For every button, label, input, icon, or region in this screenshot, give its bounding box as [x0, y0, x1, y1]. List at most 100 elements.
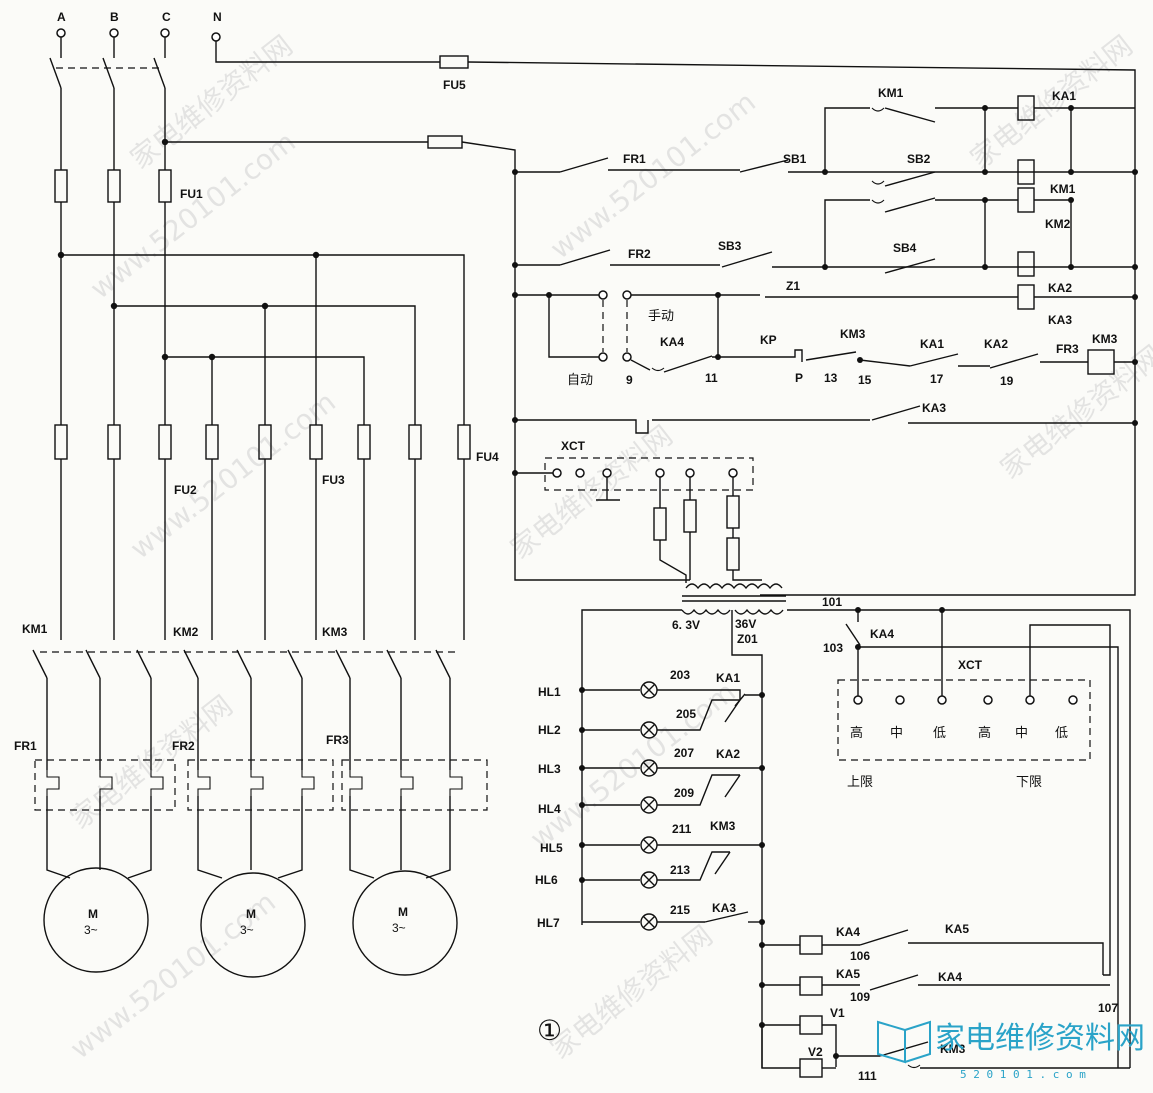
motor-2-phase: 3~	[240, 923, 254, 937]
terminal-a	[56, 28, 66, 38]
control-rung-1: FR1 SB1 KM1 KA1 SB2 KM1	[512, 86, 1138, 196]
transformer: 6. 3V 36V Z01 101	[581, 583, 1131, 1068]
motor-3-phase: 3~	[392, 921, 406, 935]
terminal-n	[211, 32, 221, 42]
lower-limit-label: 下限	[1016, 775, 1042, 790]
km3-main-label: KM3	[322, 625, 348, 639]
auto-label: 自动	[567, 373, 593, 388]
motor-3-label: M	[398, 905, 408, 919]
sb1-label: SB1	[783, 152, 807, 166]
xct-terminal-strip: XCT	[512, 439, 762, 583]
ka3-contact-label: KA3	[922, 401, 946, 415]
fu5-label: FU5	[443, 78, 466, 92]
km2-coil-label: KM2	[1045, 217, 1071, 231]
node-11: 11	[705, 371, 718, 385]
fu2-label: FU2	[174, 483, 197, 497]
motor-fuses: FU2 FU3 FU4	[54, 424, 499, 640]
scale-low-1: 低	[933, 726, 946, 741]
node-207: 207	[674, 746, 694, 760]
phase-b-label: B	[110, 10, 119, 24]
watermark-url: www.520101.com	[124, 385, 342, 565]
control-rung-3: 手动 自动 Z1 KA2 KA3	[512, 279, 1138, 388]
ka2-coil-label: KA2	[1048, 281, 1072, 295]
scale-high-2: 高	[978, 725, 991, 741]
z1-label: Z1	[786, 279, 800, 293]
scale-mid-1: 中	[890, 726, 903, 741]
indicator-lamps: HL1 HL2 HL3 HL4 HL5 HL6 HL7 203 205 207 …	[535, 668, 765, 931]
scale-low-2: 低	[1055, 726, 1068, 741]
ka4-contact-label: KA4	[660, 335, 684, 349]
site-logo: 家电维修资料网 5 2 0 1 0 1 . c o m	[877, 1020, 1145, 1081]
watermark-layer: 家电维修资料网 www.520101.com www.520101.com 家电…	[64, 29, 1153, 1066]
fr3-label: FR3	[326, 733, 349, 747]
node-205: 205	[676, 707, 696, 721]
node-17: 17	[930, 372, 944, 386]
terminal-c	[160, 28, 170, 38]
motor-3	[352, 870, 458, 976]
terminal-b	[109, 28, 119, 38]
phase-c-label: C	[162, 10, 171, 24]
ka4-level-contact: KA4	[870, 627, 894, 641]
hl7-label: HL7	[537, 916, 560, 930]
node-215: 215	[670, 903, 690, 917]
logo-text: 家电维修资料网	[935, 1021, 1145, 1056]
node-106: 106	[850, 949, 870, 963]
control-rung-5: KA3	[512, 401, 1138, 434]
manual-label: 手动	[648, 309, 674, 324]
ka1-coil-label: KA1	[1052, 89, 1076, 103]
scale-mid-2: 中	[1015, 726, 1028, 741]
control-rung-2: FR2 SB3 KM2 SB4	[512, 187, 1138, 277]
watermark-text: 家电维修资料网	[544, 919, 719, 1066]
fr2-contact-label: FR2	[628, 247, 651, 261]
ka1-contact-label: KA1	[920, 337, 944, 351]
motor-2-label: M	[246, 907, 256, 921]
sb4-label: SB4	[893, 241, 917, 255]
hl5-label: HL5	[540, 841, 563, 855]
v1-label: V1	[830, 1006, 845, 1020]
transformer-36v-label: 36V	[735, 617, 756, 631]
neutral-line: FU5	[215, 41, 1136, 596]
ka1-lamp-contact: KA1	[716, 671, 740, 685]
ka2-lamp-contact: KA2	[716, 747, 740, 761]
node-9: 9	[626, 373, 633, 387]
node-109: 109	[850, 990, 870, 1004]
km3-valve-contact: KM3	[940, 1042, 966, 1056]
node-13: 13	[824, 371, 838, 385]
node-209: 209	[674, 786, 694, 800]
fr3-contact-label: FR3	[1056, 342, 1079, 356]
xct-top-label: XCT	[561, 439, 586, 453]
relay-valve-rungs: KA4 KA5 106 KA5 KA4 109 107 V1 V2 KM3 11…	[759, 922, 1130, 1083]
sb3-label: SB3	[718, 239, 742, 253]
km3-lamp-contact: KM3	[710, 819, 736, 833]
thermal-relays: FR1 FR2 FR3	[14, 733, 488, 879]
transformer-6v3-label: 6. 3V	[672, 618, 700, 632]
hl1-label: HL1	[538, 685, 561, 699]
hl3-label: HL3	[538, 762, 561, 776]
motor-1	[43, 867, 149, 973]
fu4-label: FU4	[476, 450, 499, 464]
phase-buses: FU1	[54, 88, 690, 581]
fr2-label: FR2	[172, 739, 195, 753]
km3-nc-label: KM3	[840, 327, 866, 341]
km2-main-label: KM2	[173, 625, 199, 639]
transformer-z01-label: Z01	[737, 632, 758, 646]
ka2-contact-label: KA2	[984, 337, 1008, 351]
km1-coil-label: KM1	[1050, 182, 1076, 196]
node-p: P	[795, 371, 803, 385]
node-211: 211	[672, 822, 692, 836]
motor-1-phase: 3~	[84, 923, 98, 937]
supply-terminals: A B C N	[56, 10, 222, 42]
book-icon	[877, 1020, 931, 1064]
node-107: 107	[1098, 1001, 1118, 1015]
phase-n-label: N	[213, 10, 222, 24]
watermark-url: www.520101.com	[84, 125, 302, 305]
motor-2	[200, 872, 306, 978]
upper-limit-label: 上限	[847, 775, 873, 790]
main-isolator	[49, 37, 166, 89]
hl2-label: HL2	[538, 723, 561, 737]
node-19: 19	[1000, 374, 1014, 388]
control-rung-4: KA4 9 11 KP P KM3 13 15 KA1 17 KA2 19 FR…	[626, 327, 1138, 388]
km3-coil-label: KM3	[1092, 332, 1118, 346]
ka5-contact-label: KA5	[945, 922, 969, 936]
